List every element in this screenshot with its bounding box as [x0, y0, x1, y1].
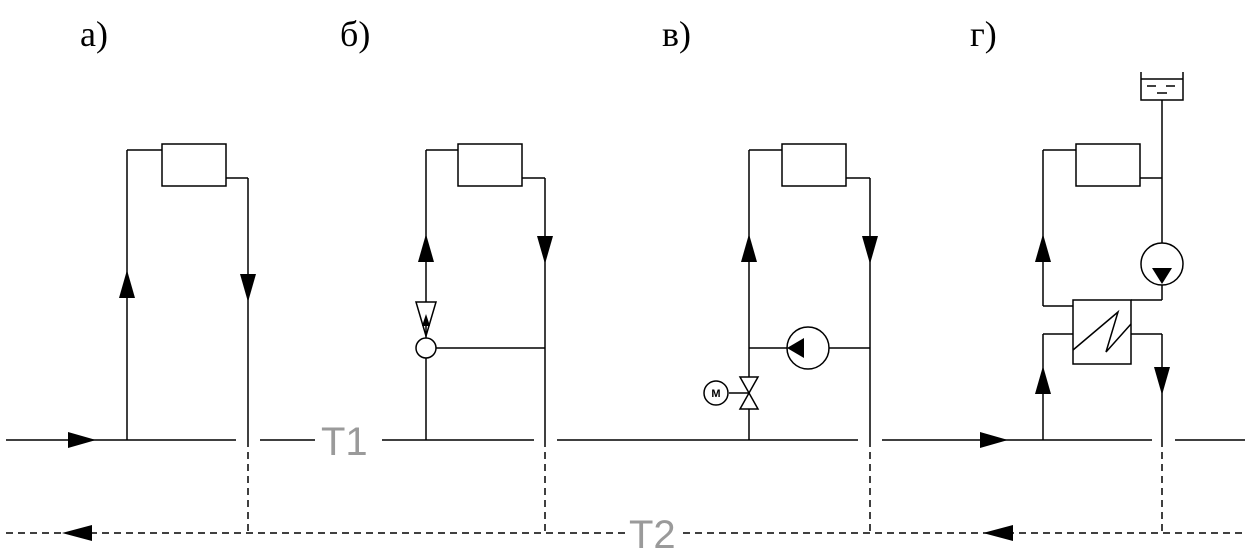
supply-pipe-t1	[6, 432, 1245, 448]
flow-arrow-down	[1154, 367, 1170, 395]
radiator	[161, 143, 227, 187]
valve-motor	[703, 380, 729, 406]
flow-arrow-up	[741, 234, 757, 262]
scheme-b	[414, 143, 553, 533]
radiator	[457, 143, 523, 187]
return-flow-arrow	[62, 525, 92, 541]
supply-flow-arrow	[980, 432, 1008, 448]
supply-pipe-label: T1	[321, 420, 368, 464]
panel-label-v: в)	[662, 14, 691, 54]
heat-exchanger-coil-icon	[1072, 309, 1132, 353]
flow-arrow-down	[862, 236, 878, 264]
scheme-g	[1035, 72, 1184, 533]
scheme-v: M	[703, 143, 878, 533]
heat-exchanger	[1072, 299, 1132, 365]
expansion-tank	[1140, 72, 1184, 101]
flow-arrow-down	[537, 236, 553, 264]
return-pipe-label: T2	[629, 513, 676, 551]
panel-label-a: а)	[80, 14, 108, 54]
elevator-mixing-chamber	[415, 337, 437, 359]
return-flow-arrow	[983, 525, 1013, 541]
motor-label: M	[711, 388, 720, 400]
supply-flow-arrow	[68, 432, 96, 448]
return-pipe-t2	[6, 525, 1245, 541]
flow-arrow-up	[119, 270, 135, 298]
pump-direction-icon	[1152, 268, 1172, 284]
panel-label-b: б)	[340, 14, 370, 54]
radiator	[1075, 143, 1141, 187]
flow-arrow-up	[1035, 366, 1051, 394]
scheme-a	[119, 143, 256, 533]
flow-arrow-up	[418, 234, 434, 262]
valve-icon	[738, 376, 760, 395]
radiator	[781, 143, 847, 187]
panel-label-g: г)	[970, 14, 997, 54]
flow-arrow-up	[1035, 234, 1051, 262]
flow-arrow-down	[240, 274, 256, 302]
pump-direction-icon	[787, 338, 804, 358]
